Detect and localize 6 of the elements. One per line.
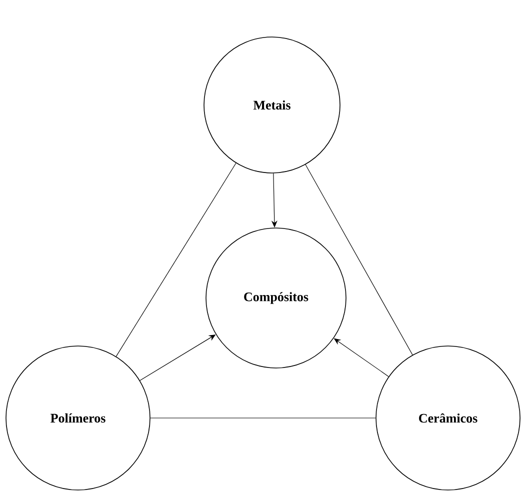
circle-node: Cerâmicos [376,346,520,490]
circle-node: Metais [204,36,340,174]
connector-line [305,164,413,356]
connector-line [116,162,236,357]
circle-node: Compósitos [206,228,346,368]
circle-node: Polímeros [6,346,150,490]
